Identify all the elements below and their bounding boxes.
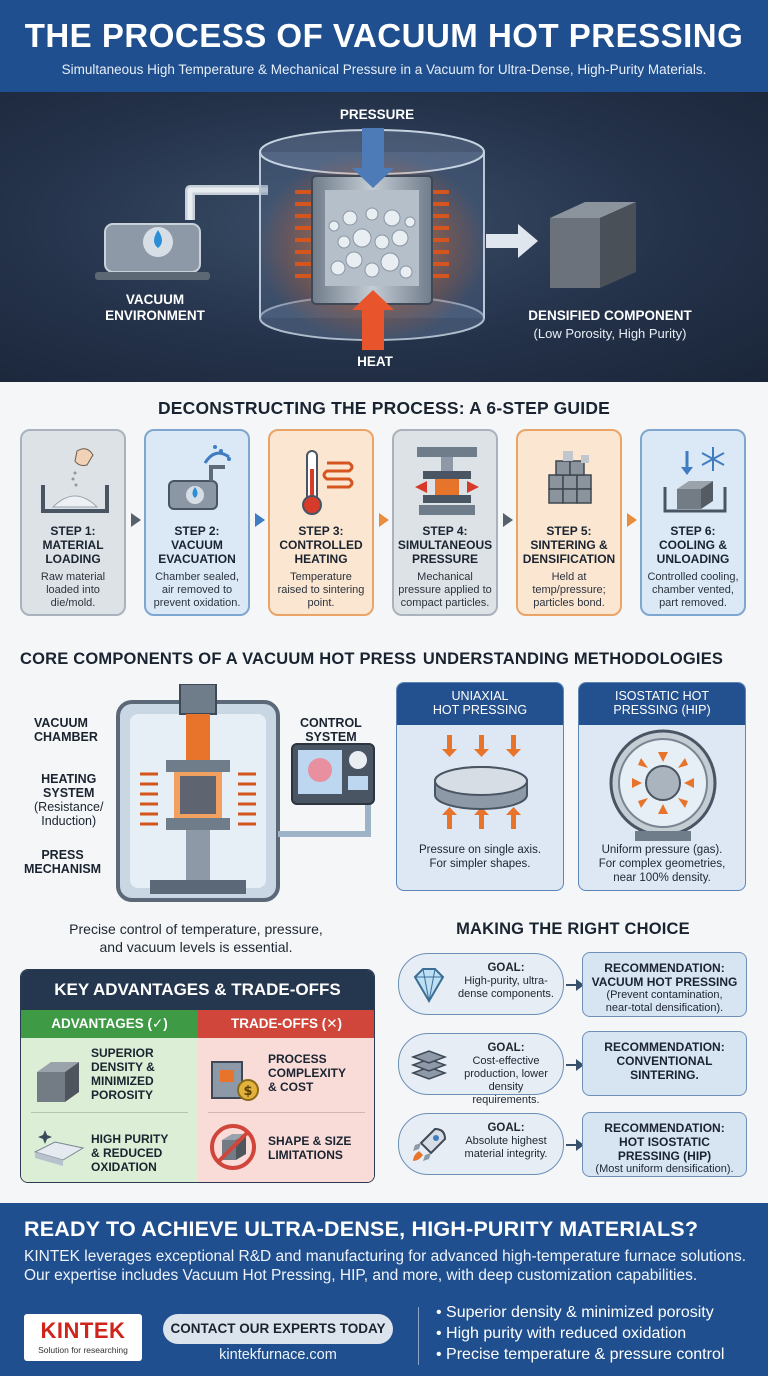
vacuum-pump-icon (95, 223, 210, 280)
footer-divider (418, 1307, 419, 1365)
footer-bullet-list: Superior density & minimized porosity Hi… (436, 1302, 724, 1365)
vacuum-press-illustration (95, 128, 636, 350)
complexity-cost-icon: $ (211, 1061, 259, 1101)
uniaxial-pressure-icon (434, 735, 528, 829)
control-panel-icon (291, 743, 375, 805)
page-subtitle: Simultaneous High Temperature & Mechanic… (61, 62, 707, 77)
stacked-layers-icon (410, 1050, 448, 1080)
material-loading-icon (41, 448, 109, 513)
choice-arrow-icon (566, 979, 584, 991)
goal-card-1: GOAL:High-purity, ultra-dense components… (398, 953, 564, 1015)
dense-cube-icon (37, 1062, 79, 1102)
choice-arrow-icon (566, 1059, 584, 1071)
header-banner: THE PROCESS OF VACUUM HOT PRESSING Simul… (0, 0, 768, 92)
components-note: Precise control of temperature, pressure… (69, 921, 323, 955)
recommendation-card-1: RECOMMENDATION:VACUUM HOT PRESSING(Preve… (582, 952, 747, 1017)
step-arrow-icon (131, 513, 141, 527)
pressure-label: PRESSURE (339, 107, 415, 122)
component-sublabel: (Low Porosity, High Purity) (533, 326, 687, 341)
steps-section-title: DECONSTRUCTING THE PROCESS: A 6-STEP GUI… (157, 398, 611, 418)
footer-headline: READY TO ACHIEVE ULTRA-DENSE, HIGH-PURIT… (24, 1217, 699, 1241)
pressure-arrow-icon (352, 128, 394, 188)
step-card-6: STEP 6:COOLING &UNLOADING Controlled coo… (640, 429, 746, 616)
sparkle-slab-icon (33, 1130, 85, 1166)
step-arrow-icon (255, 513, 265, 527)
page-title: THE PROCESS OF VACUUM HOT PRESSING (24, 17, 744, 54)
output-arrow-icon (486, 224, 538, 258)
contact-experts-button[interactable]: CONTACT OUR EXPERTS TODAY (163, 1314, 393, 1344)
densified-cube-icon (550, 202, 636, 288)
heating-coil-icon (140, 772, 256, 826)
list-item: Superior density & minimized porosity (436, 1302, 724, 1323)
no-shape-icon (210, 1124, 256, 1170)
diamond-icon (413, 968, 445, 1003)
components-section-title: CORE COMPONENTS OF A VACUUM HOT PRESS (20, 650, 417, 668)
list-item: Precise temperature & pressure control (436, 1344, 724, 1365)
hero-diagram: PRESSURE HEAT VACUUM ENVIRONMENT DENSIFI… (0, 92, 768, 382)
cooling-icon (663, 447, 727, 513)
footer-paragraph: KINTEK leverages exceptional R&D and man… (24, 1248, 747, 1284)
choice-section-title: MAKING THE RIGHT CHOICE (456, 920, 690, 938)
thermometer-icon (302, 450, 354, 515)
component-label: DENSIFIED COMPONENT (528, 308, 692, 323)
step-arrow-icon (627, 513, 637, 527)
footer-banner: READY TO ACHIEVE ULTRA-DENSE, HIGH-PURIT… (0, 1203, 768, 1376)
advantages-panel: KEY ADVANTAGES & TRADE-OFFS ADVANTAGES (… (20, 969, 375, 1183)
website-link[interactable]: kintekfurnace.com (219, 1347, 337, 1363)
list-item: High purity with reduced oxidation (436, 1323, 724, 1344)
choice-arrow-icon (566, 1139, 584, 1151)
step-arrow-icon (503, 513, 513, 527)
svg-text:$: $ (243, 1084, 252, 1099)
powder-particles (328, 207, 416, 279)
heat-label: HEAT (357, 354, 393, 369)
press-icon (415, 447, 479, 515)
heating-coil-icon (295, 190, 449, 278)
heat-arrow-icon (352, 290, 394, 350)
sintered-block-icon (548, 451, 592, 504)
vacuum-label: VACUUM ENVIRONMENT (105, 292, 205, 323)
methods-section-title: UNDERSTANDING METHODOLOGIES (422, 650, 724, 668)
isostatic-pressure-icon (609, 729, 717, 841)
kintek-logo[interactable]: KINTEK Solution for researching (24, 1314, 142, 1361)
vacuum-pump-icon (168, 445, 231, 510)
rocket-icon (413, 1127, 447, 1161)
advantages-title: KEY ADVANTAGES & TRADE-OFFS (21, 970, 374, 1010)
step-arrow-icon (379, 513, 389, 527)
hot-press-diagram (116, 684, 375, 902)
